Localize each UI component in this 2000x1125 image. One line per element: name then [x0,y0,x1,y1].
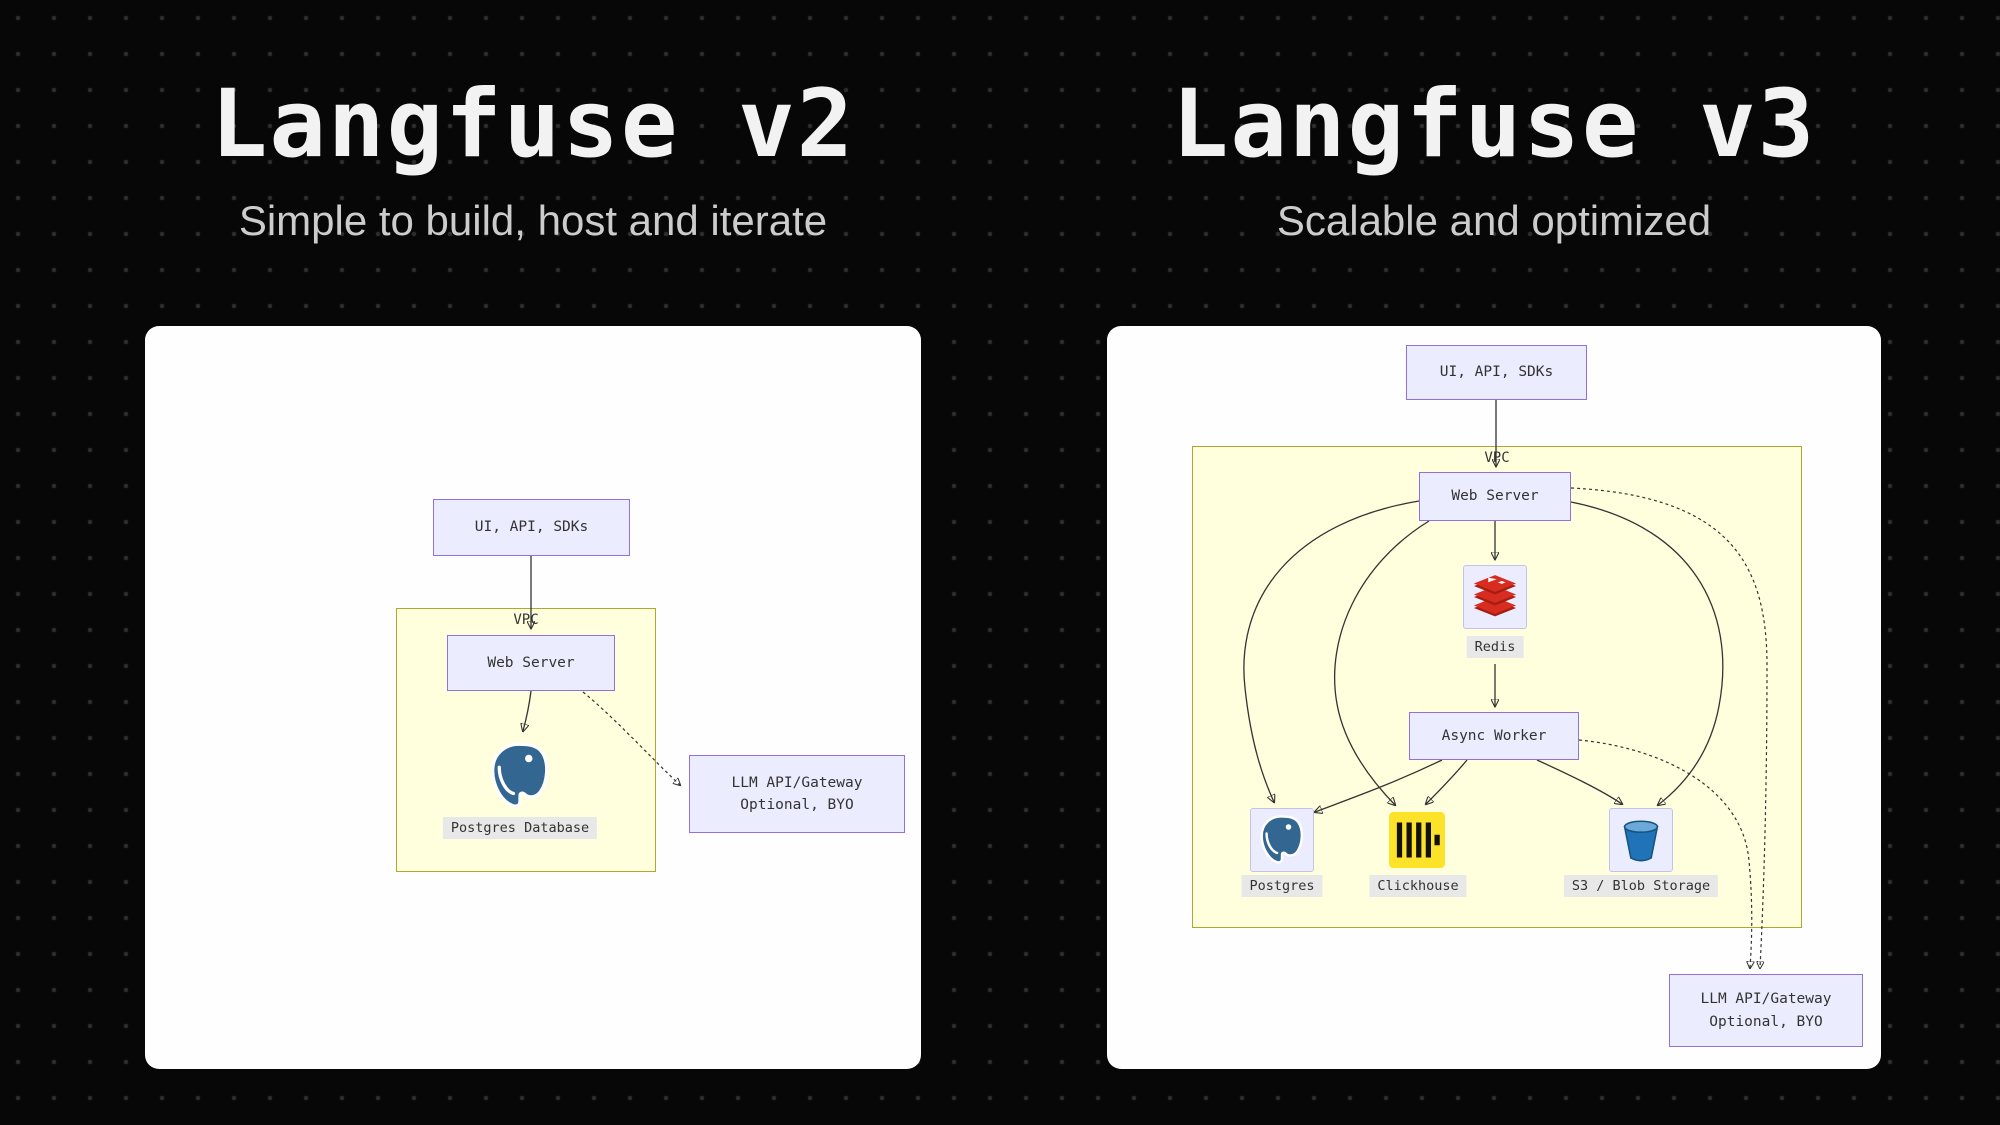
node-web-server-v3: Web Server [1419,472,1571,521]
llm-gateway-line2: Optional, BYO [1709,1013,1823,1030]
node-ui-api-sdks-v3: UI, API, SDKs [1406,345,1587,400]
llm-gateway-line2: Optional, BYO [740,797,854,813]
postgres-database-label: Postgres Database [442,817,598,839]
redis-icon [1463,565,1527,629]
llm-gateway-line1: LLM API/Gateway [731,774,863,791]
panel-langfuse-v3: Langfuse v3 Scalable and optimized [1107,0,1881,1125]
vpc-label-v3: VPC [1484,450,1510,466]
diagram-card-v2: VPC UI, API, SDKs Web Server Postgres Da… [145,326,921,1069]
redis-label: Redis [1466,636,1524,658]
node-async-worker: Async Worker [1409,712,1579,760]
llm-gateway-line1: LLM API/Gateway [1700,991,1832,1008]
subtitle-langfuse-v2: Simple to build, host and iterate [238,197,828,244]
panel-langfuse-v2: Langfuse v2 Simple to build, host and it… [145,0,921,1125]
subtitle-langfuse-v3: Scalable and optimized [1276,197,1712,244]
title-langfuse-v2: Langfuse v2 [210,70,856,179]
s3-blob-storage-label: S3 / Blob Storage [1563,875,1719,897]
node-web-server-v2: Web Server [447,635,615,691]
s3-bucket-icon [1609,808,1673,872]
diagram-card-v3: VPC UI, API, SDKs Web Server Redis Asy [1107,326,1881,1069]
vpc-label-v2: VPC [513,612,539,628]
node-llm-gateway-v2: LLM API/Gateway Optional, BYO [689,755,905,833]
postgres-label: Postgres [1241,875,1323,897]
node-ui-api-sdks-v2: UI, API, SDKs [433,499,630,556]
clickhouse-icon [1389,812,1445,868]
node-llm-gateway-v3: LLM API/Gateway Optional, BYO [1669,974,1863,1047]
postgres-icon [1250,808,1314,872]
title-langfuse-v3: Langfuse v3 [1171,70,1817,179]
clickhouse-label: Clickhouse [1369,875,1467,897]
postgres-icon [483,739,557,813]
